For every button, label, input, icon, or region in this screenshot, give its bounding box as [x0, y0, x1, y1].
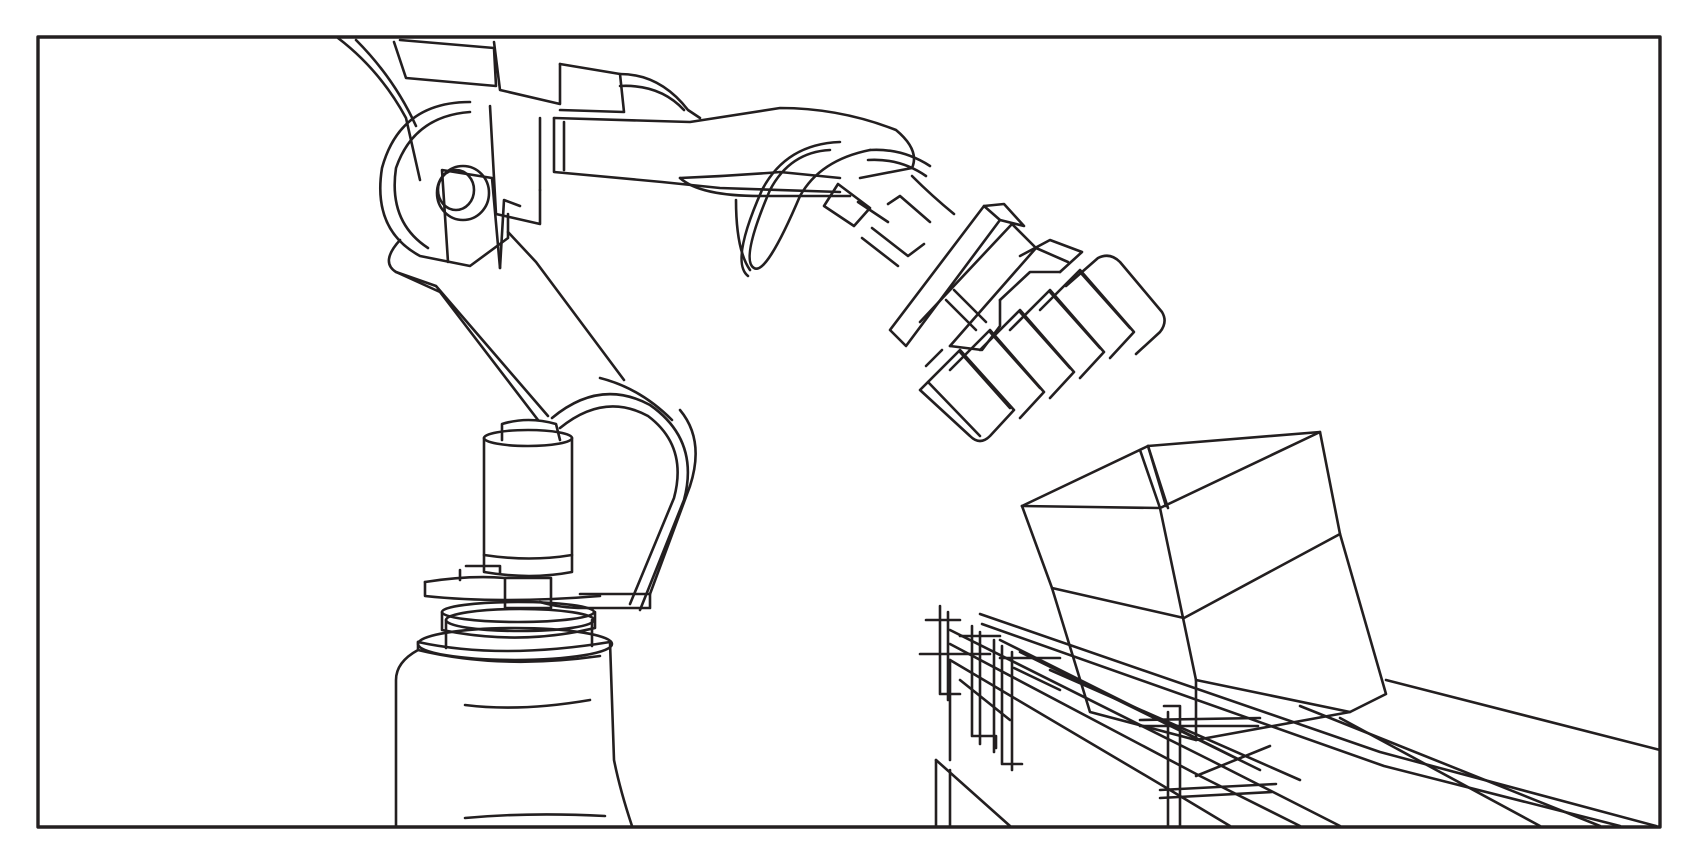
base-motor [482, 418, 574, 610]
illustration-frame [36, 35, 1662, 829]
gripper-head [888, 202, 1166, 443]
shoulder-joint [378, 100, 522, 270]
robot-upper-arm [336, 36, 932, 278]
robot-wrist [822, 174, 956, 268]
robot-base [394, 564, 652, 828]
roller-conveyor [918, 604, 1662, 828]
robot-lower-arm [387, 230, 697, 612]
